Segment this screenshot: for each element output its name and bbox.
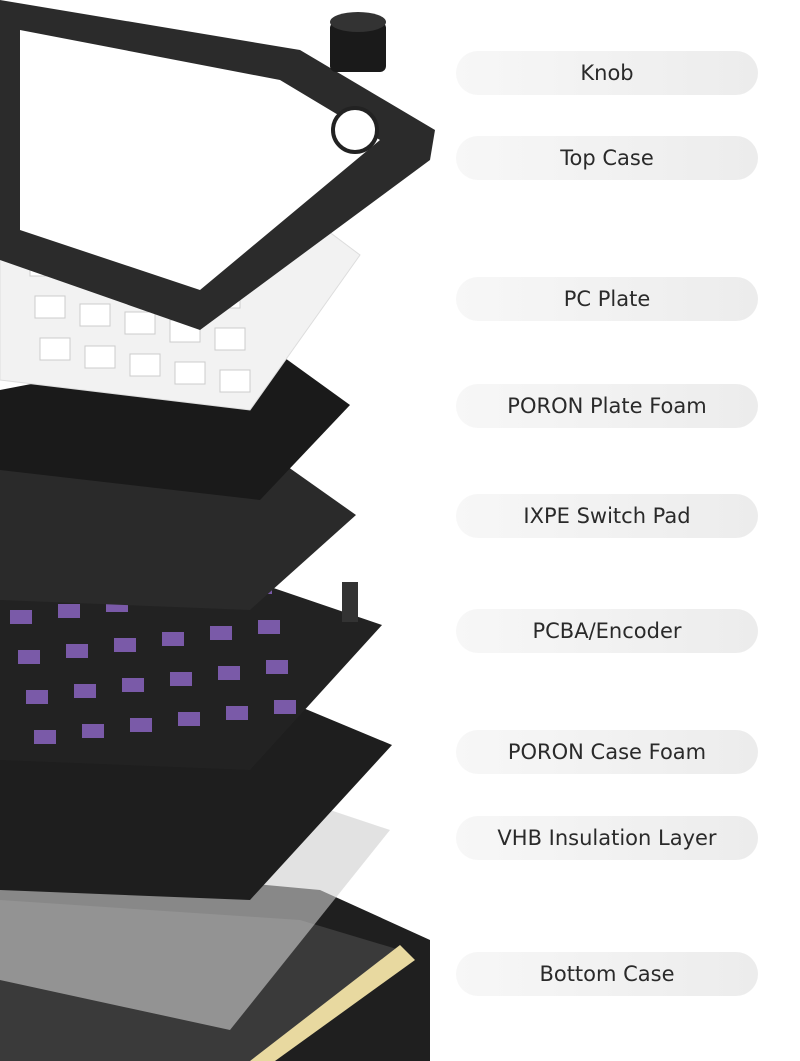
plate-switch-cutout: [39, 337, 71, 361]
label-vhb-insulation-layer: VHB Insulation Layer: [456, 816, 758, 860]
switch-socket: [218, 666, 240, 680]
encoder: [342, 582, 358, 622]
plate-switch-cutout: [34, 295, 66, 319]
label-knob: Knob: [456, 51, 758, 95]
switch-socket: [82, 724, 104, 738]
switch-socket: [226, 706, 248, 720]
label-pc-plate: PC Plate: [456, 277, 758, 321]
label-poron-plate-foam: PORON Plate Foam: [456, 384, 758, 428]
label-pcba-encoder: PCBA/Encoder: [456, 609, 758, 653]
knob: [330, 12, 386, 72]
switch-socket: [274, 700, 296, 714]
switch-socket: [74, 684, 96, 698]
switch-socket: [114, 638, 136, 652]
top-case: [0, 0, 435, 330]
switch-socket: [34, 730, 56, 744]
switch-socket: [122, 678, 144, 692]
plate-switch-cutout: [174, 361, 206, 385]
plate-switch-cutout: [129, 353, 161, 377]
switch-socket: [162, 632, 184, 646]
switch-socket: [58, 604, 80, 618]
switch-socket: [18, 650, 40, 664]
plate-switch-cutout: [214, 327, 246, 351]
switch-socket: [266, 660, 288, 674]
plate-switch-cutout: [219, 369, 251, 393]
switch-socket: [258, 620, 280, 634]
switch-socket: [10, 610, 32, 624]
label-bottom-case: Bottom Case: [456, 952, 758, 996]
switch-socket: [26, 690, 48, 704]
switch-socket: [66, 644, 88, 658]
switch-socket: [170, 672, 192, 686]
switch-socket: [130, 718, 152, 732]
pcba: [0, 580, 382, 770]
plate-switch-cutout: [79, 303, 111, 327]
label-poron-case-foam: PORON Case Foam: [456, 730, 758, 774]
plate-switch-cutout: [84, 345, 116, 369]
label-ixpe-switch-pad: IXPE Switch Pad: [456, 494, 758, 538]
label-top-case: Top Case: [456, 136, 758, 180]
plate-switch-cutout: [124, 311, 156, 335]
switch-socket: [210, 626, 232, 640]
switch-socket: [178, 712, 200, 726]
